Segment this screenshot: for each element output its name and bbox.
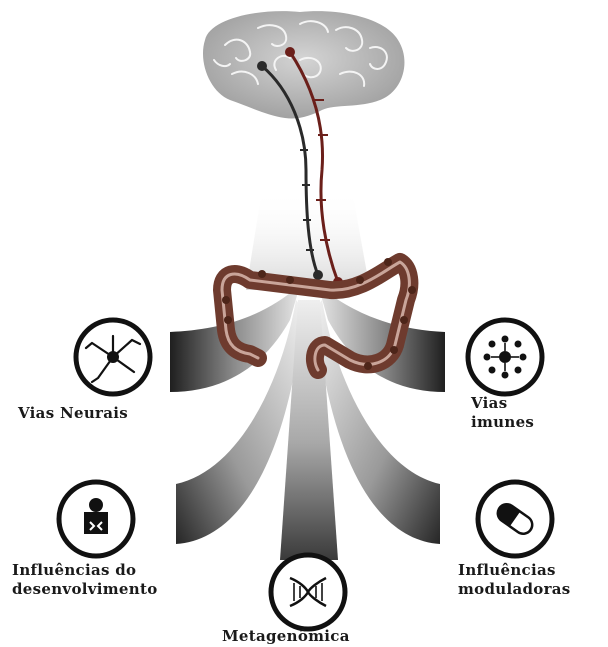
dna-icon xyxy=(271,555,345,629)
label-influencias-moduladoras: Influências moduladoras xyxy=(458,561,571,599)
baby-icon xyxy=(59,482,133,556)
immune-cell-icon xyxy=(468,320,542,394)
pill-capsule-icon xyxy=(478,482,552,556)
label-influencias-desenvolvimento: Influências do desenvolvimento xyxy=(12,561,158,599)
label-vias-neurais: Vias Neurais xyxy=(18,404,128,423)
label-vias-imunes: Vias imunes xyxy=(471,394,534,432)
neuron-icon xyxy=(76,320,150,394)
brain-icon xyxy=(203,11,404,118)
label-metagenomica: Metagenômica xyxy=(222,627,350,646)
